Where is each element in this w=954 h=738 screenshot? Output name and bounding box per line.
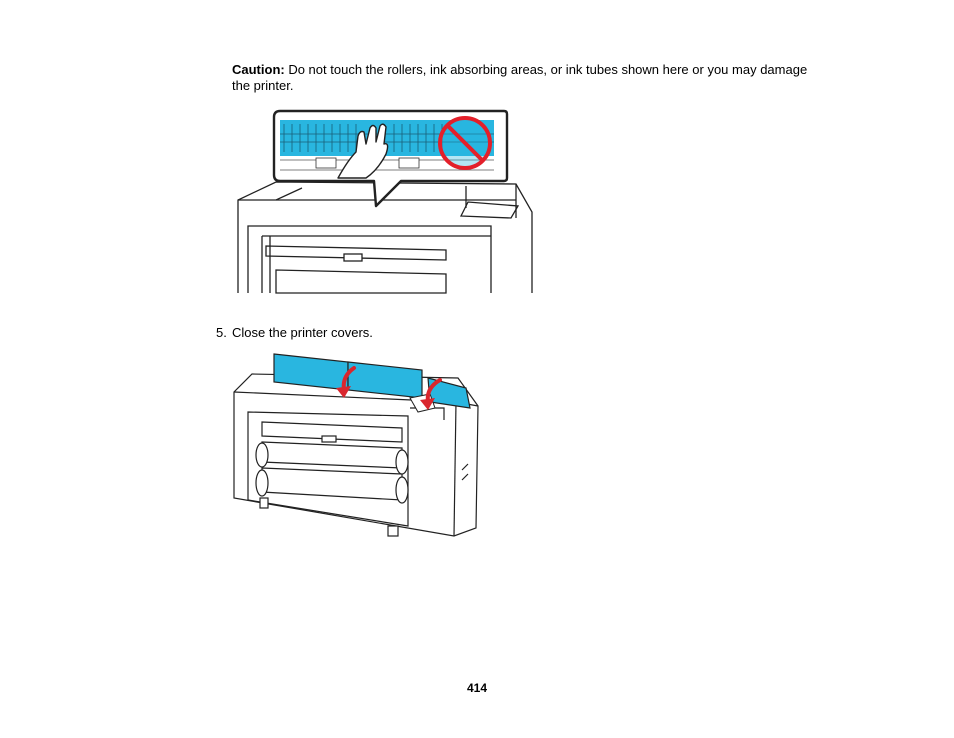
printer-covers (273, 353, 471, 413)
prohibit-icon (438, 116, 492, 170)
caution-text: Do not touch the rollers, ink absorbing … (232, 62, 808, 93)
callout-box (272, 109, 509, 208)
step-number: 5. (216, 325, 227, 340)
close-arrows (336, 366, 442, 410)
close-covers-illustration (233, 353, 479, 537)
printer-cabinet-figure (233, 373, 479, 537)
caution-label: Caution: (232, 62, 285, 77)
caution-note: Caution: Do not touch the rollers, ink a… (232, 62, 822, 94)
printer-body-figure (237, 181, 533, 294)
step-text: Close the printer covers. (232, 325, 373, 340)
step-5: 5. Close the printer covers. (216, 325, 373, 341)
page-number: 414 (466, 681, 488, 695)
do-not-touch-illustration (237, 109, 533, 294)
hand-icon (337, 123, 389, 179)
